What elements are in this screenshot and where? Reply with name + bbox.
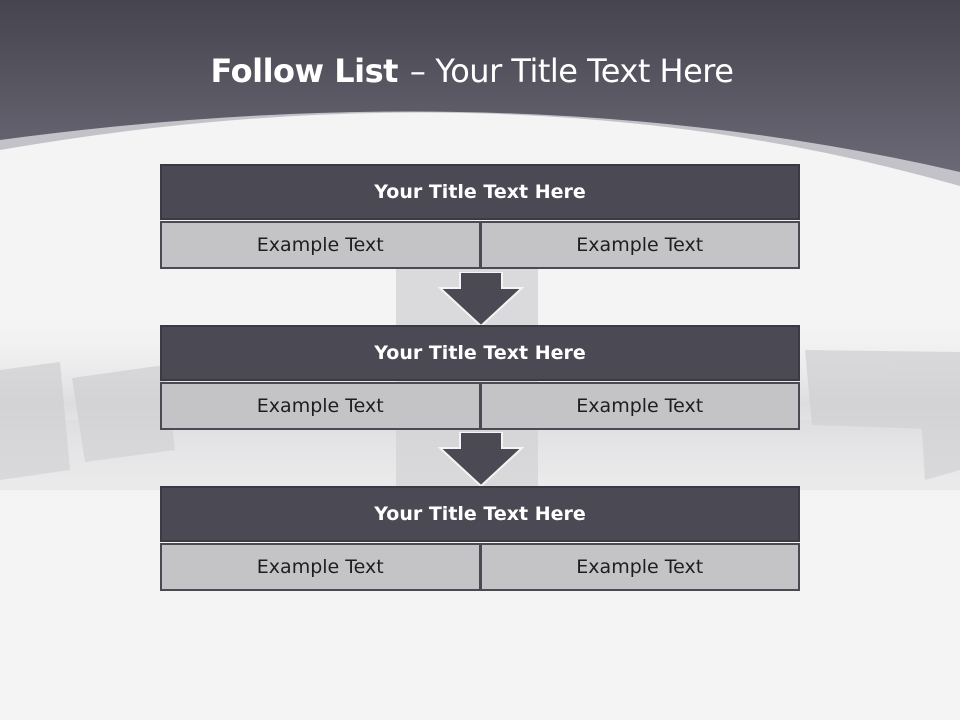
down-arrow-icon [438, 432, 524, 488]
step-box-3: Your Title Text Here Example Text Exampl… [160, 486, 800, 591]
step-2-cell-right: Example Text [480, 382, 800, 430]
title-dash: – [409, 52, 426, 90]
step-1-row: Example Text Example Text [160, 221, 800, 269]
step-box-2: Your Title Text Here Example Text Exampl… [160, 325, 800, 430]
step-2-row: Example Text Example Text [160, 382, 800, 430]
step-1-cell-right: Example Text [480, 221, 800, 269]
step-3-cell-left: Example Text [160, 543, 481, 591]
step-1-title: Your Title Text Here [160, 164, 800, 220]
step-box-1: Your Title Text Here Example Text Exampl… [160, 164, 800, 269]
step-1-cell-left: Example Text [160, 221, 481, 269]
step-3-title: Your Title Text Here [160, 486, 800, 542]
step-3-cell-right: Example Text [480, 543, 800, 591]
down-arrow-icon [438, 272, 524, 328]
step-2-cell-left: Example Text [160, 382, 481, 430]
step-3-row: Example Text Example Text [160, 543, 800, 591]
title-rest: Your Title Text Here [435, 52, 734, 90]
slide-title: Follow List–Your Title Text Here [0, 52, 944, 90]
step-2-title: Your Title Text Here [160, 325, 800, 381]
title-bold-part: Follow List [210, 52, 399, 90]
